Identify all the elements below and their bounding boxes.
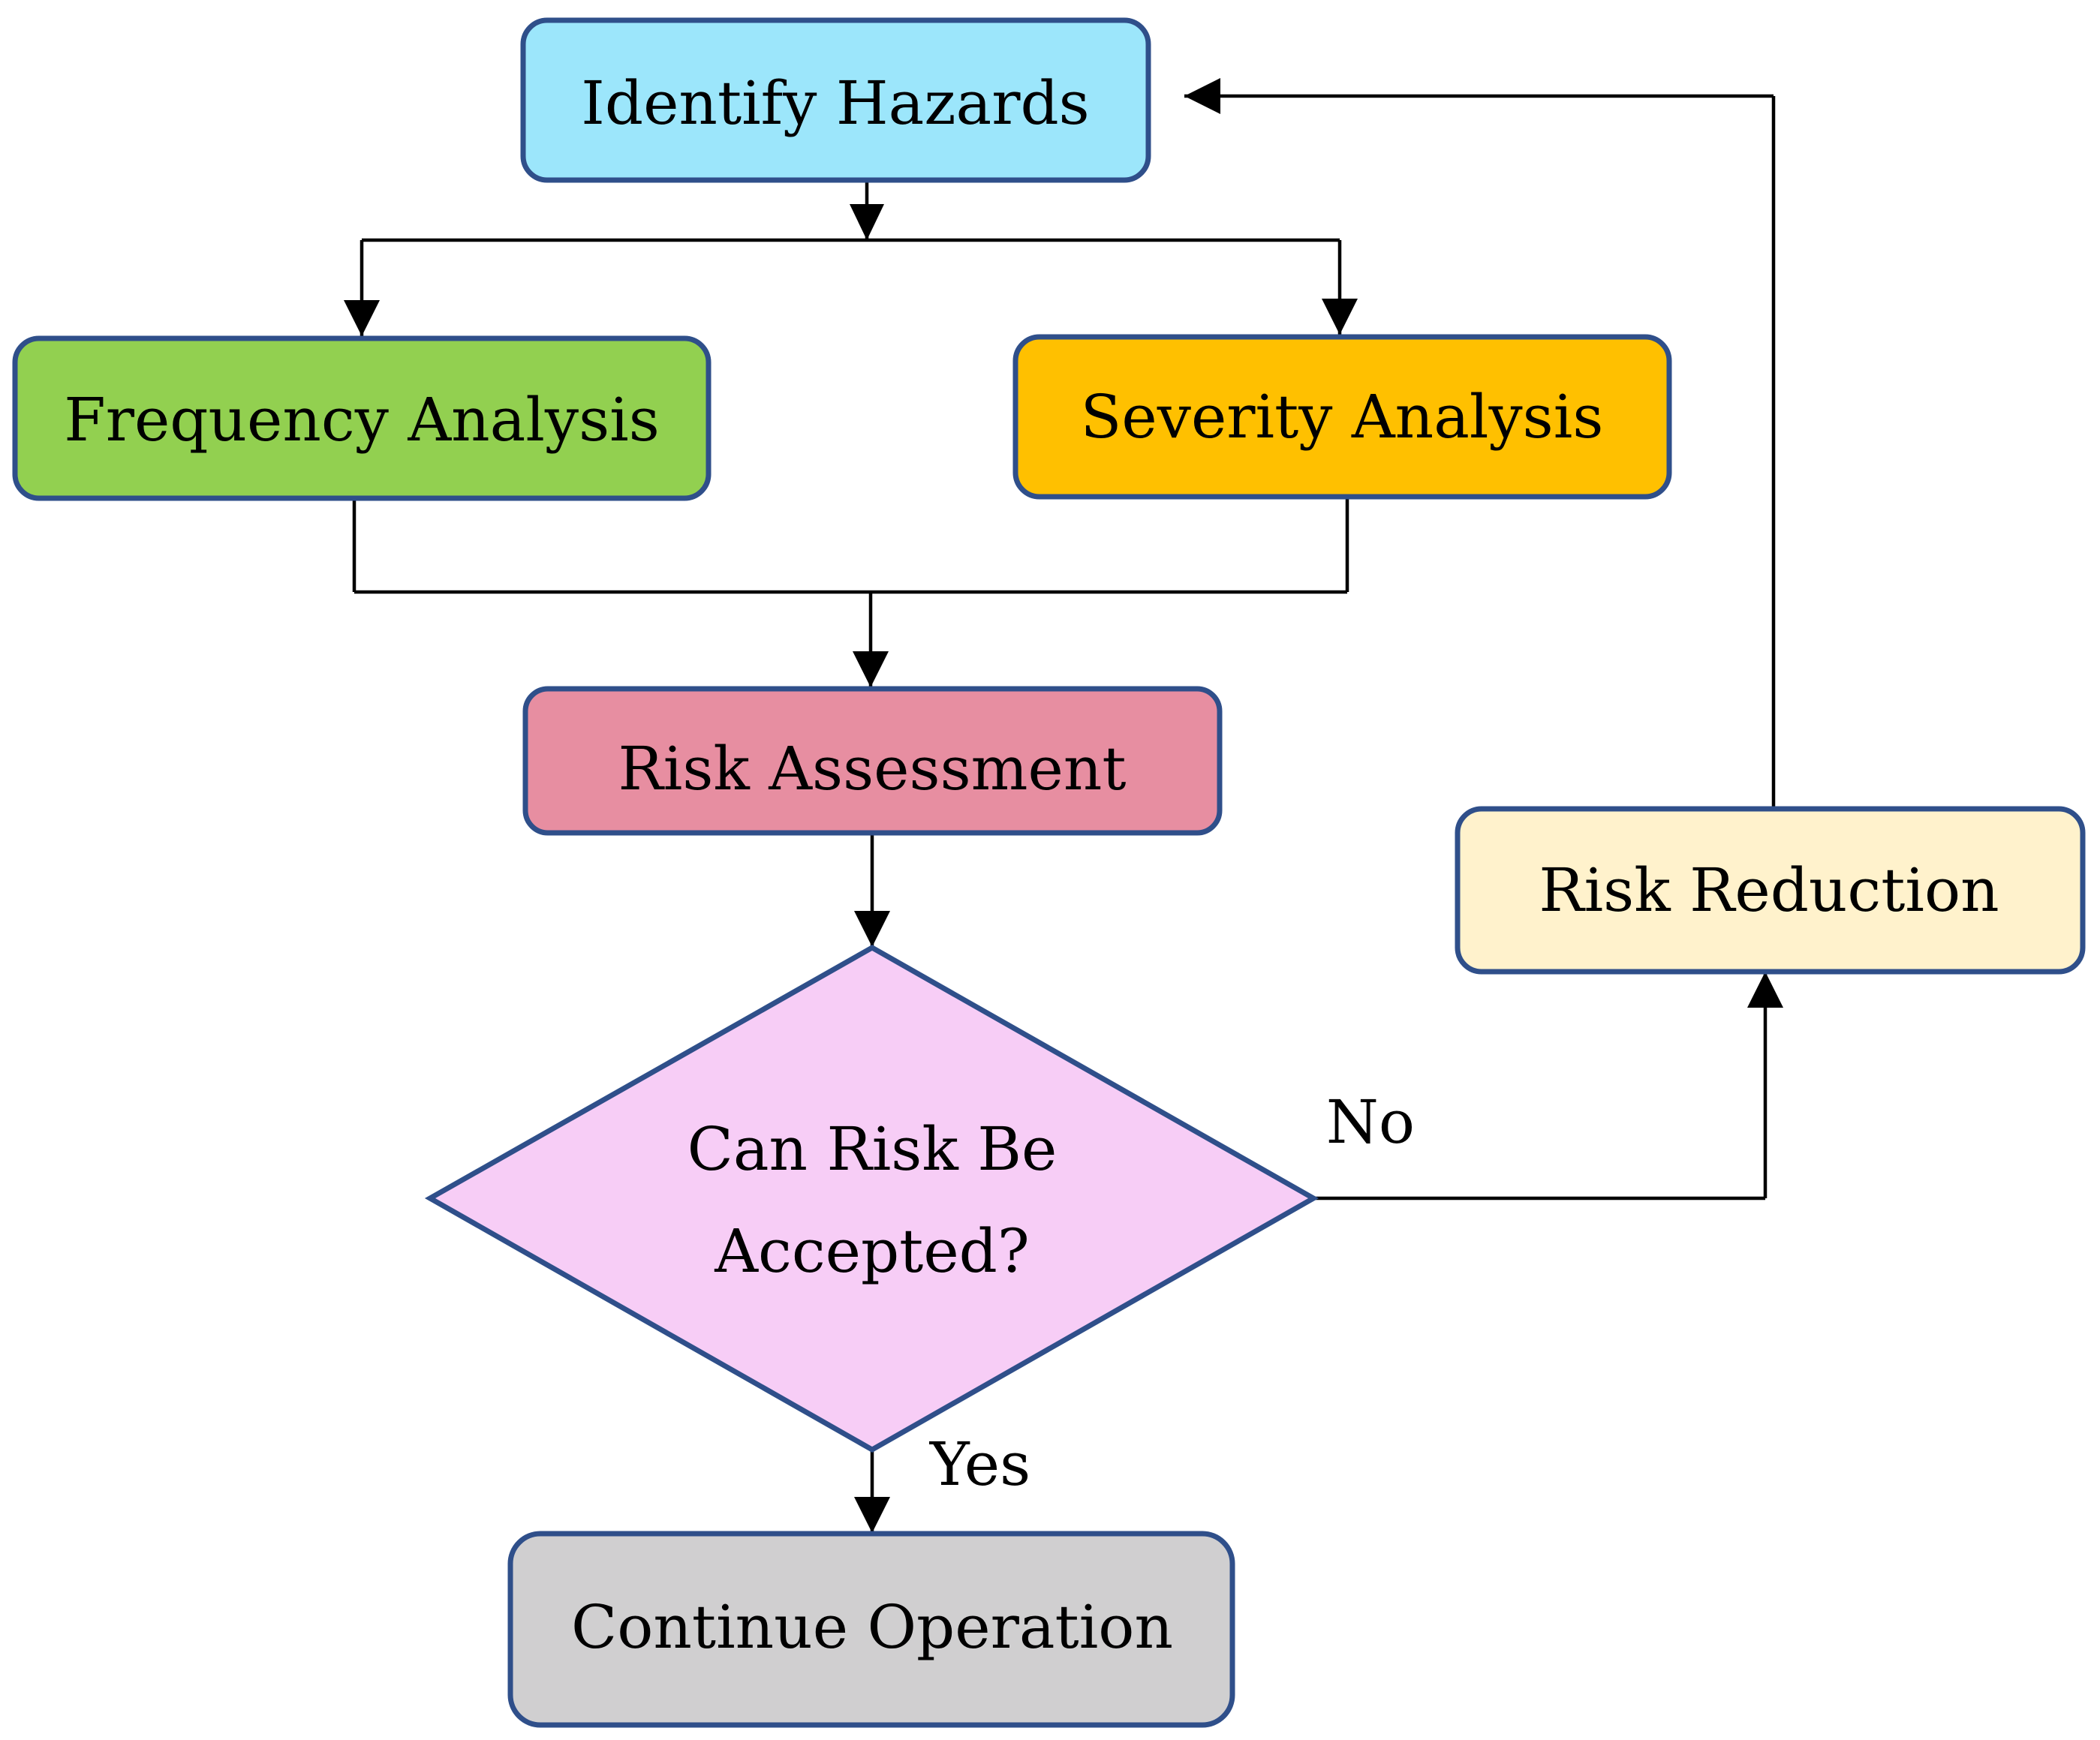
continue-operation-label: Continue Operation [571,1592,1173,1662]
node-frequency-analysis: Frequency Analysis [12,335,712,501]
arrowhead-hazards-split [850,204,884,240]
arrowhead-severity [1322,299,1358,335]
identify-hazards-box [520,17,1151,183]
severity-analysis-box [1012,334,1672,500]
decision-label-line1: Can Risk Be [687,1114,1058,1184]
identify-hazards-label: Identify Hazards [581,68,1089,138]
arrowhead-assessment [853,651,889,687]
frequency-analysis-label: Frequency Analysis [64,385,660,455]
node-risk-reduction: Risk Reduction [1455,806,2086,975]
arrowhead-risk-reduction [1747,972,1783,1008]
risk-assessment-label: Risk Assessment [618,734,1127,804]
edge-label-no: No [1326,1087,1415,1157]
node-continue-operation: Continue Operation [507,1531,1235,1728]
node-severity-analysis: Severity Analysis [1012,334,1672,500]
frequency-analysis-box [12,335,712,501]
continue-operation-box [507,1531,1235,1728]
edge-label-yes: Yes [929,1429,1030,1499]
arrowhead-continue [854,1497,890,1533]
arrowhead-identify-hazards [1184,78,1220,114]
decision-label-line2: Accepted? [714,1216,1030,1286]
arrowhead-frequency [344,300,380,336]
node-identify-hazards: Identify Hazards [520,17,1151,183]
severity-analysis-label: Severity Analysis [1081,382,1604,452]
decision-diamond [424,944,1319,1453]
node-decision: Can Risk Be Accepted? [424,944,1319,1453]
node-risk-assessment: Risk Assessment [522,686,1223,836]
arrowhead-decision [854,911,890,947]
risk-reduction-label: Risk Reduction [1539,855,1999,925]
risk-assessment-box [522,686,1223,836]
risk-reduction-box [1455,806,2086,975]
connectors [344,78,1783,1533]
